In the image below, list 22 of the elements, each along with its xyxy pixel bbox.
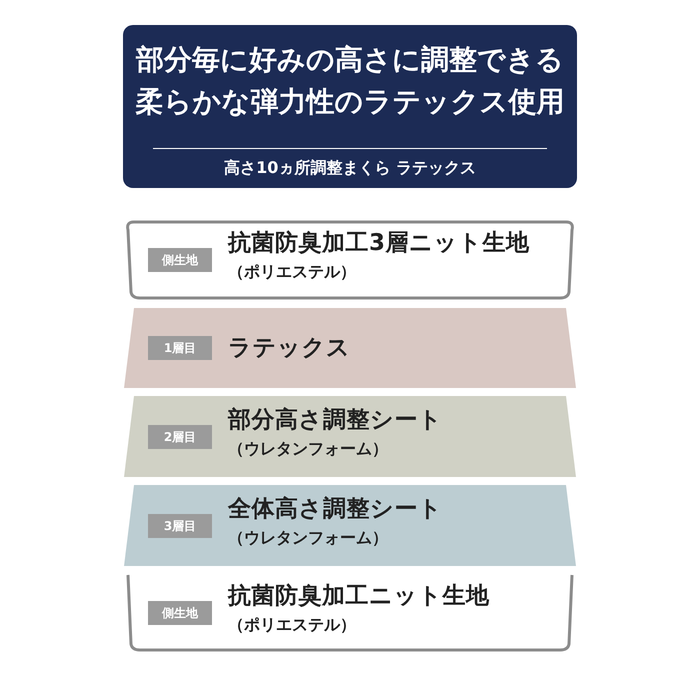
layer-tag: 1層目 <box>148 336 212 360</box>
title: 部分毎に好みの高さに調整できる柔らかな弾力性のラテックス使用 <box>134 42 566 120</box>
foam-layer <box>124 485 576 566</box>
layer-name: 抗菌防臭加工3層ニット生地 <box>228 229 530 258</box>
layer-tag: 側生地 <box>148 248 212 272</box>
title-panel <box>123 25 577 188</box>
layer-name: 部分高さ調整シート <box>228 406 442 434</box>
material-note: （ポリエステル） <box>228 262 357 283</box>
layer-tag: 3層目 <box>148 514 212 538</box>
fabric-layer <box>124 573 576 652</box>
fabric-layer <box>124 220 576 300</box>
layer-tag: 側生地 <box>148 600 212 624</box>
material-note: （ポリエステル） <box>228 614 357 636</box>
layer-name: 抗菌防臭加工ニット生地 <box>228 582 490 610</box>
layer-tag: 2層目 <box>148 424 212 448</box>
foam-layer <box>124 396 576 477</box>
material-note: （ウレタンフォーム） <box>228 528 389 548</box>
foam-layer <box>124 308 576 388</box>
layer-name: ラテックス <box>228 334 350 363</box>
material-note: （ウレタンフォーム） <box>228 438 389 460</box>
layer-name: 全体高さ調整シート <box>228 494 442 524</box>
subtitle: 高さ10ヵ所調整まくら ラテックス <box>223 158 477 179</box>
